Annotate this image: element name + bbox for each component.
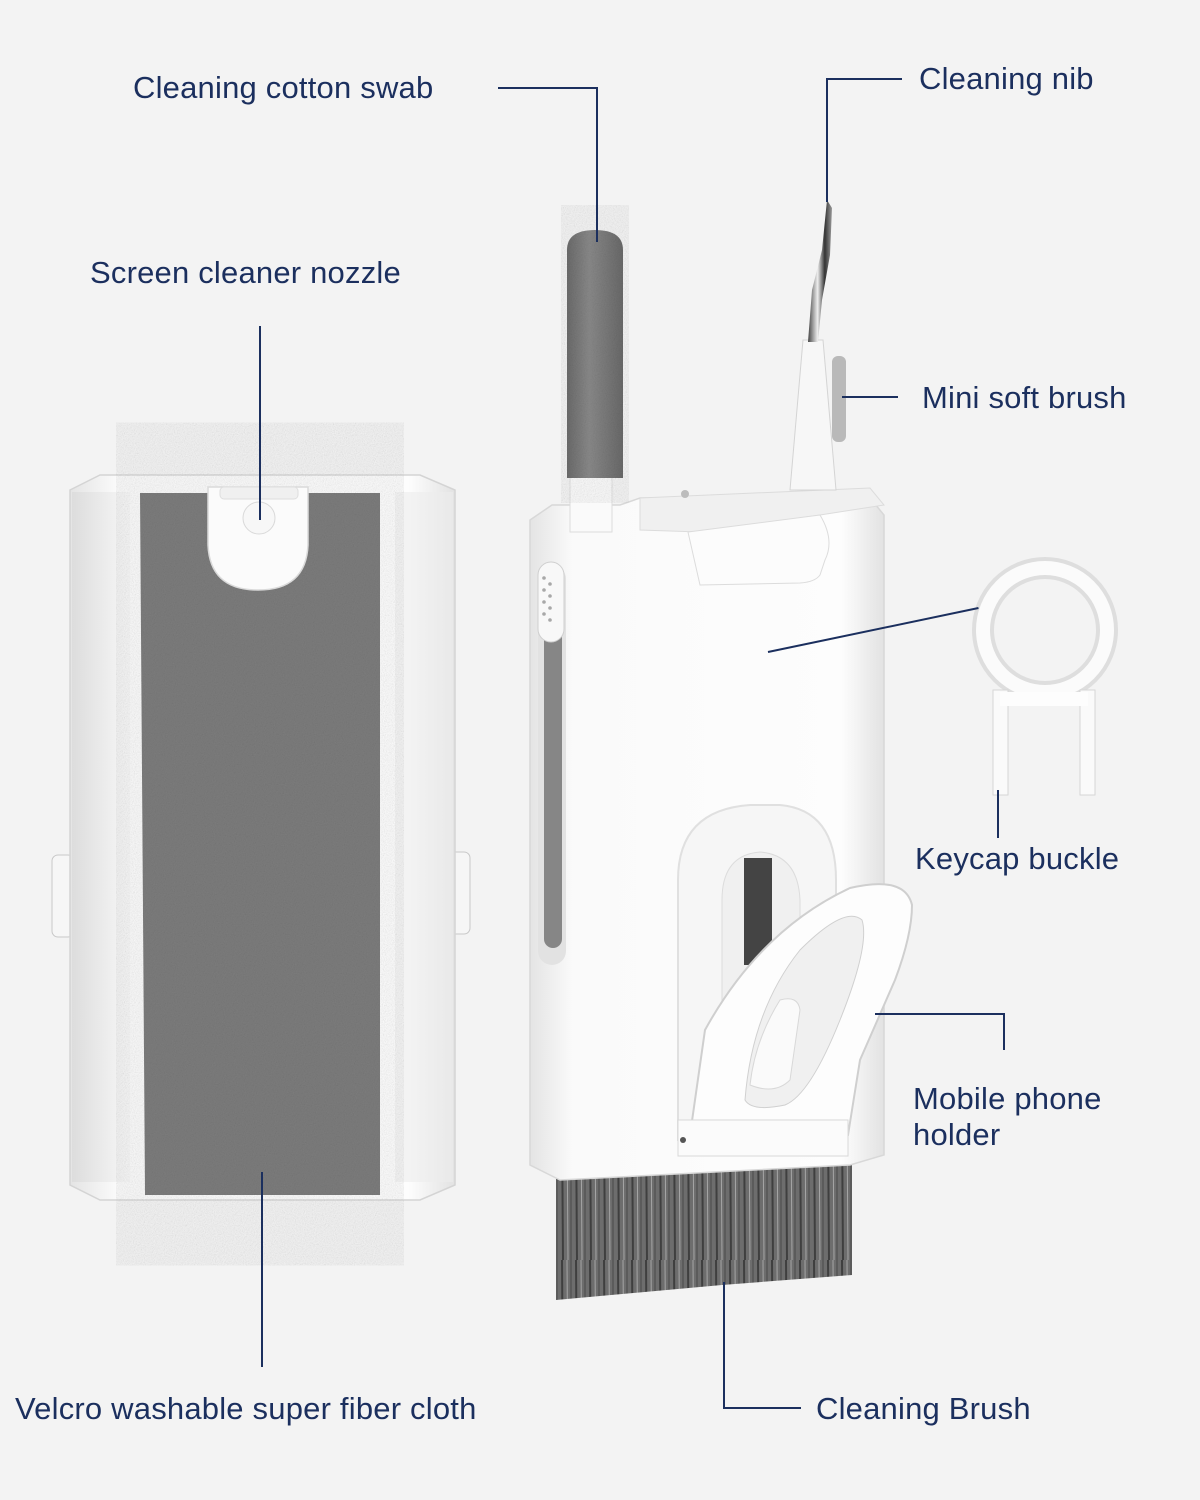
leader-brush-h: [723, 1407, 801, 1409]
fiber-cloth-pad: [140, 493, 380, 1195]
holder-slot: [744, 858, 772, 965]
leader-keycap-v: [997, 790, 999, 838]
label-mini-soft-brush: Mini soft brush: [922, 380, 1127, 415]
leader-holder-h: [875, 1013, 1005, 1015]
mobile-phone-holder: [677, 883, 914, 1157]
label-cleaning-cotton-swab: Cleaning cotton swab: [133, 70, 434, 105]
leader-swab-h: [498, 87, 598, 89]
label-velcro-fiber-cloth: Velcro washable super fiber cloth: [15, 1391, 477, 1426]
cotton-swab: [567, 230, 623, 533]
label-keycap-buckle: Keycap buckle: [915, 841, 1120, 876]
leader-holder-v: [1003, 1013, 1005, 1050]
label-cleaning-brush: Cleaning Brush: [816, 1391, 1031, 1426]
right-device: [529, 200, 914, 1300]
leader-nib-v: [826, 78, 828, 202]
cleaning-brush-bristles: [556, 1150, 852, 1300]
leader-swab-v: [596, 87, 598, 242]
mini-soft-brush: [832, 356, 846, 442]
slider-button: [537, 561, 565, 643]
metal-nib: [808, 200, 832, 342]
label-cleaning-nib: Cleaning nib: [919, 61, 1094, 96]
leader-nozzle-v: [259, 326, 261, 520]
leader-brush-v: [723, 1282, 725, 1409]
slider-track: [544, 600, 562, 948]
keycap-buckle: [972, 557, 1118, 796]
left-device: [51, 474, 471, 1201]
label-mobile-phone-holder: Mobile phone holder: [913, 1081, 1102, 1152]
leader-mini-brush-h: [842, 396, 898, 398]
cleaning-nib-pen: [789, 200, 846, 491]
leader-cloth-v: [261, 1172, 263, 1367]
label-screen-cleaner-nozzle: Screen cleaner nozzle: [90, 255, 401, 290]
leader-nib-h: [826, 78, 902, 80]
